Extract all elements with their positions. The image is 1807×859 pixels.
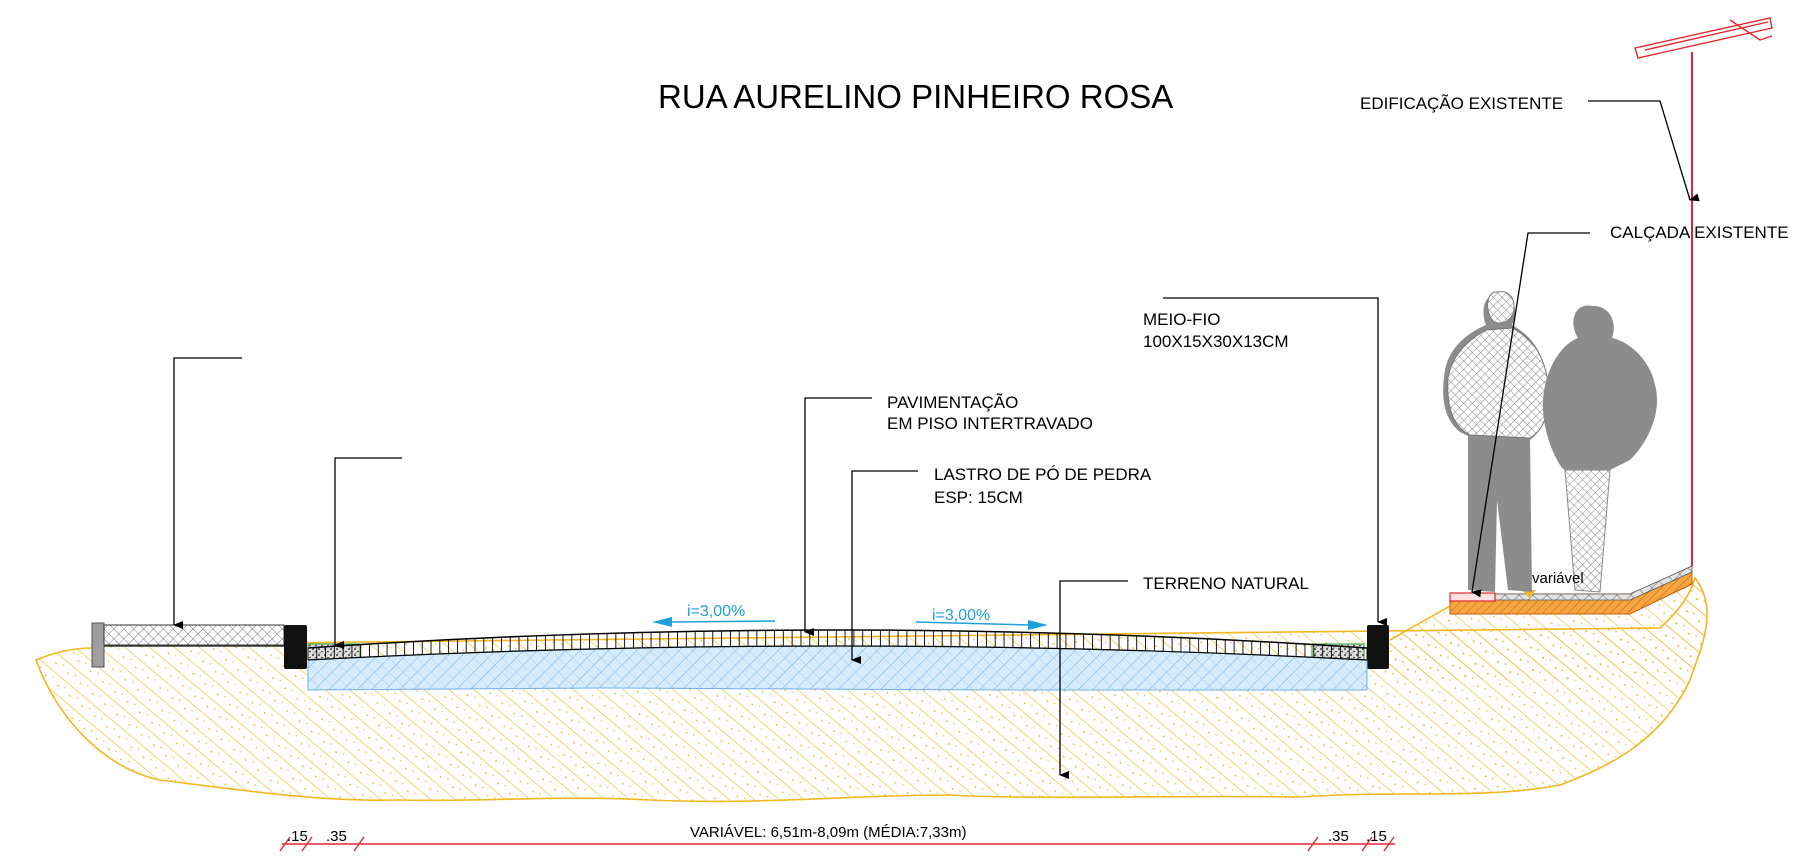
label-curb-1: MEIO-FIO: [1143, 310, 1220, 329]
existing-building-roof: [1634, 17, 1773, 59]
dimension-line: .15 .35 VARIÁVEL: 6,51m-8,09m (MÉDIA:7,3…: [279, 824, 1395, 852]
dim-right-outer: .15: [1366, 828, 1387, 845]
label-existing-building: EDIFICAÇÃO EXISTENTE: [1360, 94, 1563, 113]
drawing-title: RUA AURELINO PINHEIRO ROSA: [658, 78, 1173, 115]
paving-bottom: [307, 645, 1368, 661]
label-variable: variável: [1532, 570, 1584, 587]
right-embankment: [1390, 578, 1708, 680]
label-base-1: LASTRO DE PÓ DE PEDRA: [934, 465, 1152, 484]
dim-left-inner: .35: [326, 828, 347, 845]
svg-text:i=3,00%: i=3,00%: [687, 603, 745, 620]
slope-right: i=3,00%: [915, 607, 1048, 630]
pedestrian-figures: [1443, 291, 1658, 593]
label-base-2: ESP: 15CM: [934, 488, 1023, 507]
variable-marker: [1522, 590, 1536, 598]
dim-center: VARIÁVEL: 6,51m-8,09m (MÉDIA:7,33m): [690, 824, 966, 841]
left-curb: [284, 625, 307, 669]
right-curb: [1367, 625, 1389, 669]
label-paving-1: PAVIMENTAÇÃO: [887, 393, 1018, 412]
label-natural-ground: TERRENO NATURAL: [1143, 574, 1309, 593]
label-curb-2: 100X15X30X13CM: [1143, 332, 1289, 351]
paving-blocks: [307, 630, 1368, 660]
label-existing-sidewalk: CALÇADA EXISTENTE: [1610, 223, 1789, 242]
leader-left-sidewalk: [173, 357, 242, 629]
svg-text:i=3,00%: i=3,00%: [932, 607, 990, 624]
dim-right-inner: .35: [1328, 828, 1349, 845]
left-sidewalk-edge: [91, 622, 105, 668]
leader-left-gutter: [334, 457, 402, 649]
label-paving-2: EM PISO INTERTRAVADO: [887, 414, 1093, 433]
dim-left-outer: .15: [287, 828, 308, 845]
sidewalk-marker: [1449, 592, 1496, 602]
slope-left: i=3,00%: [652, 603, 776, 627]
left-sidewalk-slab: [103, 624, 285, 646]
